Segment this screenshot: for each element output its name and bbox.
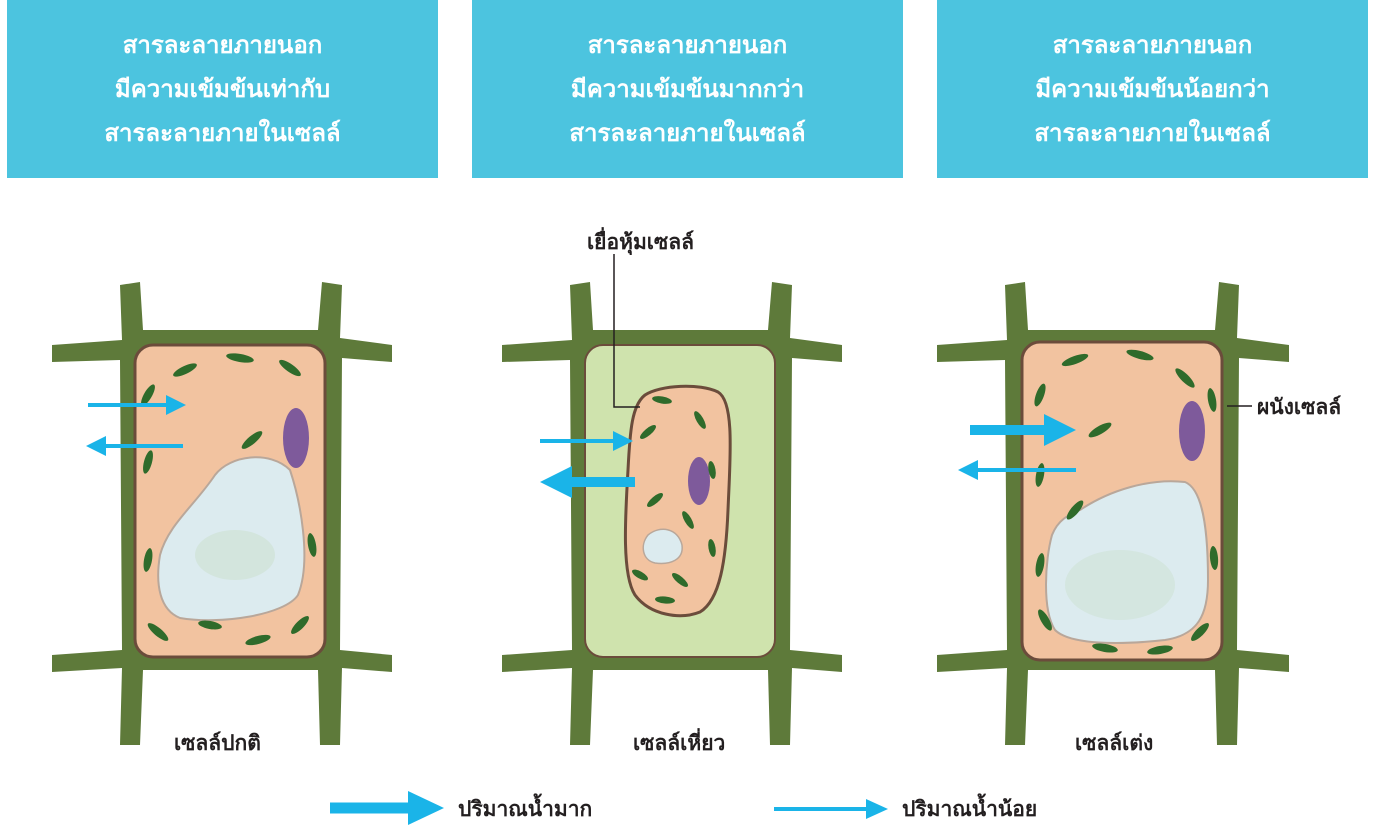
normal-cell xyxy=(52,282,392,745)
arrowhead xyxy=(86,436,106,456)
vacuole xyxy=(643,529,682,563)
cell-membrane-label: เยื่อหุ้มเซลล์ xyxy=(587,229,694,255)
cell-caption-normal: เซลล์ปกติ xyxy=(174,730,261,756)
legend-thin-label: ปริมาณน้ำน้อย xyxy=(902,796,1037,822)
arrowhead xyxy=(540,466,572,498)
cell-caption-shrunken: เซลล์เหี่ยว xyxy=(633,730,725,756)
vacuole-shade xyxy=(195,530,275,580)
nucleus xyxy=(688,457,710,505)
legend-thin-arrow xyxy=(774,799,888,819)
vacuole-shade xyxy=(1065,550,1175,620)
nucleus xyxy=(283,408,309,468)
cell-wall-label: ผนังเซลล์ xyxy=(1257,394,1341,420)
shrunken-cell xyxy=(502,254,842,745)
legend-thick-arrow xyxy=(330,791,444,825)
arrowhead xyxy=(958,460,978,480)
legend-thick-label: ปริมาณน้ำมาก xyxy=(458,796,592,822)
nucleus xyxy=(1179,401,1205,461)
turgid-cell xyxy=(937,282,1289,745)
cell-caption-turgid: เซลล์เต่ง xyxy=(1075,730,1153,756)
